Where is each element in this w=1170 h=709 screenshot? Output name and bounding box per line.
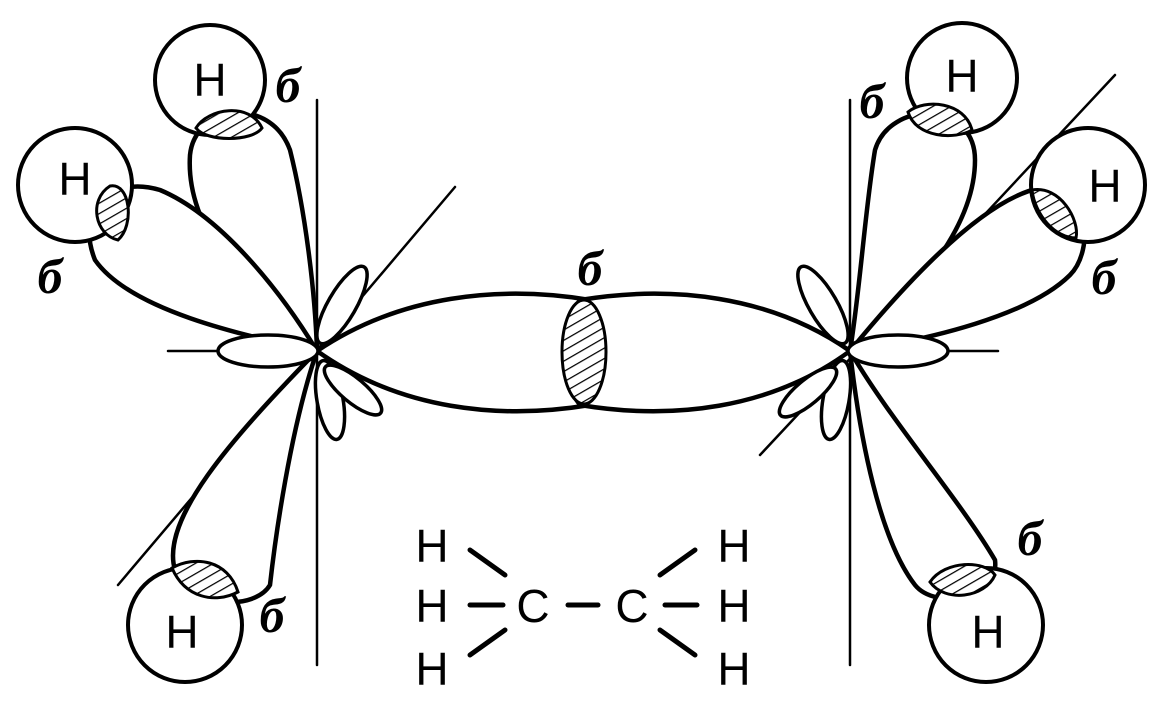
formula-c-left: C <box>516 580 549 632</box>
right-lobe-lower <box>847 348 998 601</box>
overlap-left-bottom <box>170 559 240 600</box>
cc-overlap <box>560 298 608 406</box>
formula-h-right-middle: H <box>717 580 750 632</box>
sigma-label-right-middle: б <box>1092 249 1119 305</box>
sigma-label-right-bottom: б <box>1018 510 1045 566</box>
h-label-right-middle: H <box>1088 160 1121 212</box>
left-small-lobe-back <box>216 333 320 369</box>
bond-h-c-left-top <box>467 547 508 578</box>
overlap-right-middle <box>1030 188 1078 240</box>
h-label-left-bottom: H <box>165 606 198 658</box>
formula-h-right-bottom: H <box>717 643 750 695</box>
bond-c-h-right-bottom <box>657 627 698 658</box>
right-small-lobe-back <box>846 333 950 369</box>
right-small-lobe-up <box>796 264 850 346</box>
h-label-right-bottom: H <box>971 606 1004 658</box>
formula-h-right-top: H <box>717 520 750 572</box>
formula-h-left-bottom: H <box>415 643 448 695</box>
h-label-left-middle: H <box>58 153 91 205</box>
sigma-label-center: б <box>578 240 605 296</box>
sigma-label-right-top: б <box>860 73 887 129</box>
h-label-left-top: H <box>193 54 226 106</box>
sigma-label-left-top: б <box>276 57 303 113</box>
left-small-lobe-down2 <box>322 363 384 417</box>
right-small-lobe-down2 <box>777 365 839 419</box>
overlap-left-top <box>194 109 264 140</box>
overlap-right-bottom <box>928 563 997 597</box>
sigma-label-left-middle: б <box>38 248 65 304</box>
bond-c-h-right-top <box>657 547 698 578</box>
h-label-right-top: H <box>945 50 978 102</box>
formula-c-right: C <box>615 580 648 632</box>
formula-h-left-middle: H <box>415 580 448 632</box>
left-small-lobe-up <box>315 264 369 346</box>
bond-h-c-left-bottom <box>467 627 508 658</box>
overlap-right-top <box>906 102 974 137</box>
formula-h-left-top: H <box>415 520 448 572</box>
structural-formula: H H H C C H H H <box>415 520 750 695</box>
sigma-label-left-bottom: б <box>260 587 287 643</box>
overlap-left-middle <box>95 184 130 242</box>
